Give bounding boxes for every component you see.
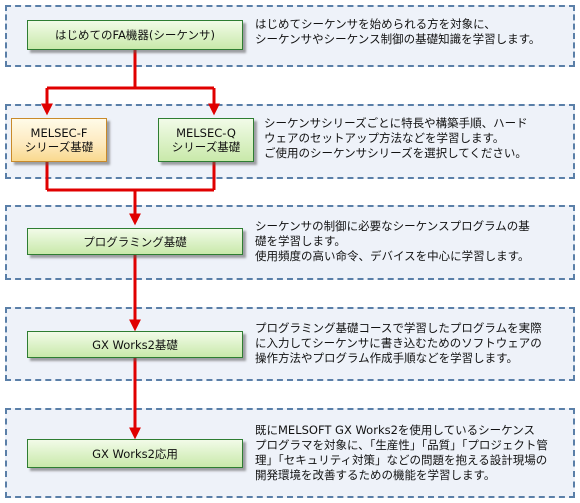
course-label: GX Works2応用 <box>92 446 178 461</box>
course-box-programming[interactable]: プログラミング基礎 <box>27 228 243 255</box>
course-label: MELSEC-F シリーズ基礎 <box>24 126 94 154</box>
course-box-melsec-f[interactable]: MELSEC-F シリーズ基礎 <box>11 118 107 162</box>
course-box-gxworks2-basic[interactable]: GX Works2基礎 <box>27 331 243 358</box>
description-series: シーケンサシリーズごとに特長や構築手順、ハード ウェアのセットアップ方法などを学… <box>264 116 528 160</box>
course-box-melsec-q[interactable]: MELSEC-Q シリーズ基礎 <box>158 118 254 162</box>
course-label: GX Works2基礎 <box>92 337 178 352</box>
course-label: プログラミング基礎 <box>83 234 187 249</box>
course-box-fa-intro[interactable]: はじめてのFA機器(シーケンサ) <box>27 20 243 50</box>
course-box-gxworks2-applied[interactable]: GX Works2応用 <box>27 439 243 468</box>
description-gxworks2-basic: プログラミング基礎コースで学習したプログラムを実際 に入力してシーケンサに書き込… <box>255 321 542 365</box>
description-fa-intro: はじめてシーケンサを始められる方を対象に、 シーケンサやシーケンス制御の基礎知識… <box>255 17 541 46</box>
description-gxworks2-applied: 既にMELSOFT GX Works2を使用しているシーケンス プログラマを対象… <box>255 423 548 482</box>
course-label: はじめてのFA機器(シーケンサ) <box>54 28 216 42</box>
course-label: MELSEC-Q シリーズ基礎 <box>171 126 241 154</box>
description-programming: シーケンサの制御に必要なシーケンスプログラムの基 礎を学習します。 使用頻度の高… <box>255 219 530 263</box>
